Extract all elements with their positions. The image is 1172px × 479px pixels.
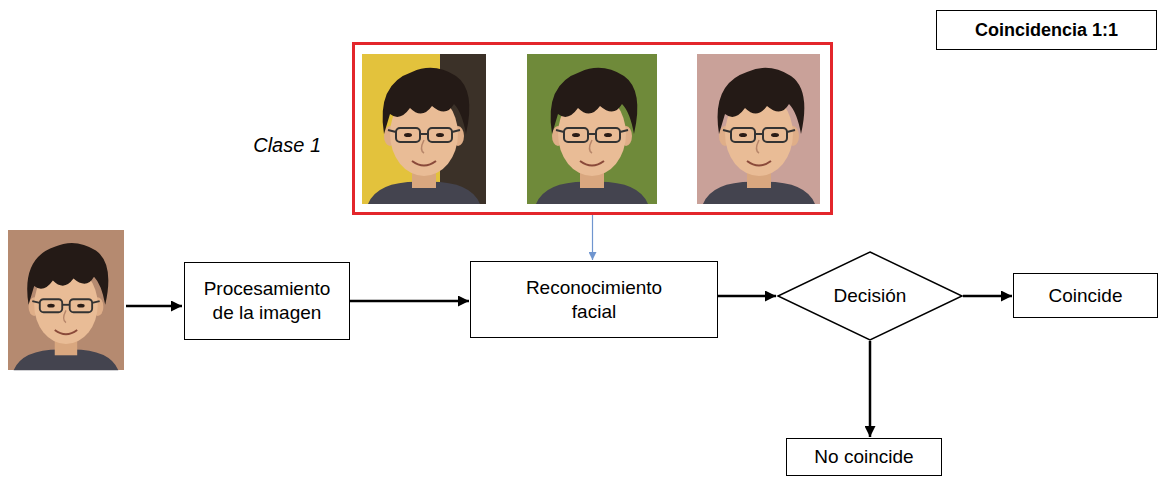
face-photo [368,68,480,204]
flow-arrow [963,295,1012,298]
class-photo [697,54,820,204]
photo-background [362,54,486,204]
input-arrow [126,305,182,308]
flow-arrow [592,215,593,260]
input-photo [8,230,124,370]
node-label: No coincide [814,445,913,469]
face-photo [14,243,119,370]
process-box: Reconocimiento facial [470,261,718,338]
flow-arrow [869,341,872,437]
flow-arrow [718,295,776,298]
photo-background [8,230,124,370]
node-label: Coincide [1049,284,1123,308]
photo-background [527,54,657,204]
class-label: Clase 1 [253,133,321,158]
class-photo [527,54,657,204]
result-box: No coincide [786,438,942,476]
node-label: Procesamiento de la imagen [192,277,342,325]
result-box: Coincide [1013,273,1158,318]
face-photo [703,68,815,204]
legend-box: Coincidencia 1:1 [936,10,1157,50]
node-label: Reconocimiento facial [514,276,674,324]
decision-diamond: Decisión [777,251,963,341]
diamond-shape [778,252,962,340]
class-frame: Clase 1 [352,42,833,215]
node-label: Decisión [834,284,907,308]
face-photo [536,68,648,204]
flow-arrow [350,300,469,303]
process-box: Procesamiento de la imagen [184,262,350,340]
photo-background [697,54,820,204]
class-photo [362,54,486,204]
node-label: Coincidencia 1:1 [975,19,1118,42]
